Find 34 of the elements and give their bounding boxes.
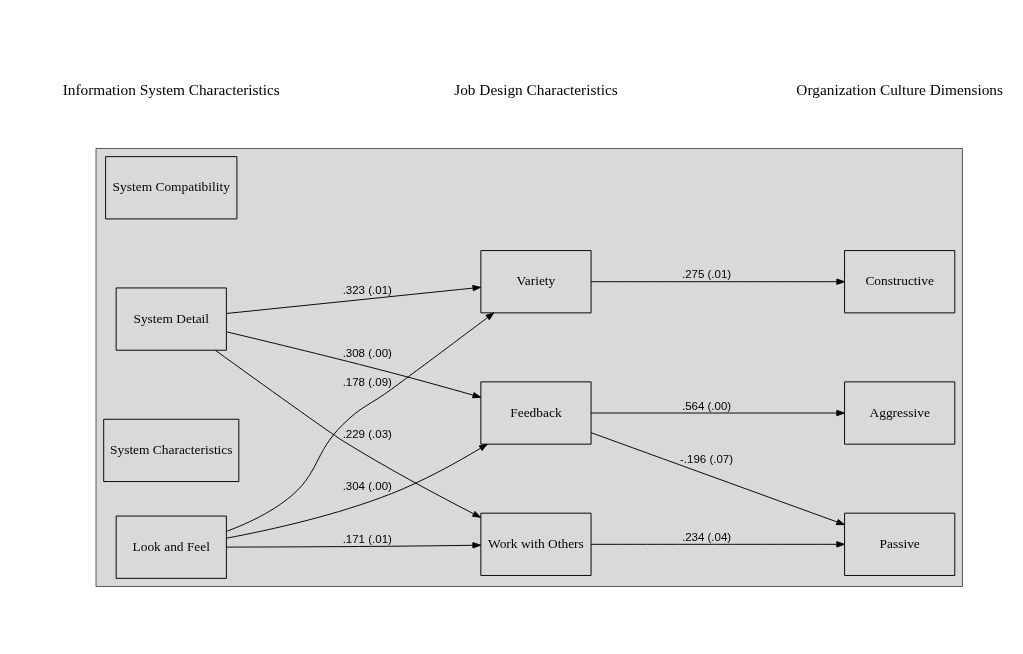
node-box: Constructive bbox=[844, 250, 956, 314]
edge-label: .171 (.01) bbox=[342, 532, 392, 545]
edge-label: .229 (.03) bbox=[342, 427, 392, 440]
node-box: Work with Others bbox=[480, 512, 592, 576]
arrow bbox=[590, 541, 845, 548]
edge-label: .323 (.01) bbox=[342, 283, 392, 296]
label: Organization Culture Dimensions bbox=[796, 80, 1003, 98]
arrow bbox=[226, 331, 482, 399]
arrow bbox=[225, 312, 495, 532]
node-box: Aggressive bbox=[844, 381, 956, 445]
edge-label: .564 (.00) bbox=[681, 399, 732, 412]
label: Information System Characteristics bbox=[62, 80, 280, 98]
edge-label: .178 (.09) bbox=[342, 375, 392, 388]
edge-label: .275 (.01) bbox=[681, 268, 732, 281]
node-box: Look and Feel bbox=[115, 515, 227, 579]
node-box: Variety bbox=[480, 250, 592, 314]
cluster bbox=[95, 148, 963, 587]
arrow bbox=[590, 409, 845, 417]
edge-label: -.196 (.07) bbox=[680, 453, 734, 466]
node-box: Passive bbox=[844, 512, 956, 576]
node-box: System Compatibility bbox=[105, 156, 238, 220]
label: Job Design Characteristics bbox=[454, 80, 618, 98]
arrow bbox=[226, 542, 482, 549]
node-box: Feedback bbox=[480, 381, 592, 445]
edge-label: .308 (.00) bbox=[342, 347, 392, 360]
node-box: System Detail bbox=[115, 287, 227, 351]
edge-label: .304 (.00) bbox=[342, 480, 392, 493]
arrow bbox=[215, 349, 482, 518]
edge-label: .234 (.04) bbox=[681, 531, 732, 544]
node-box: System Characteristics bbox=[103, 418, 240, 483]
arrow bbox=[226, 443, 488, 539]
arrow bbox=[590, 278, 845, 285]
arrow bbox=[226, 284, 482, 314]
arrow bbox=[590, 432, 845, 526]
